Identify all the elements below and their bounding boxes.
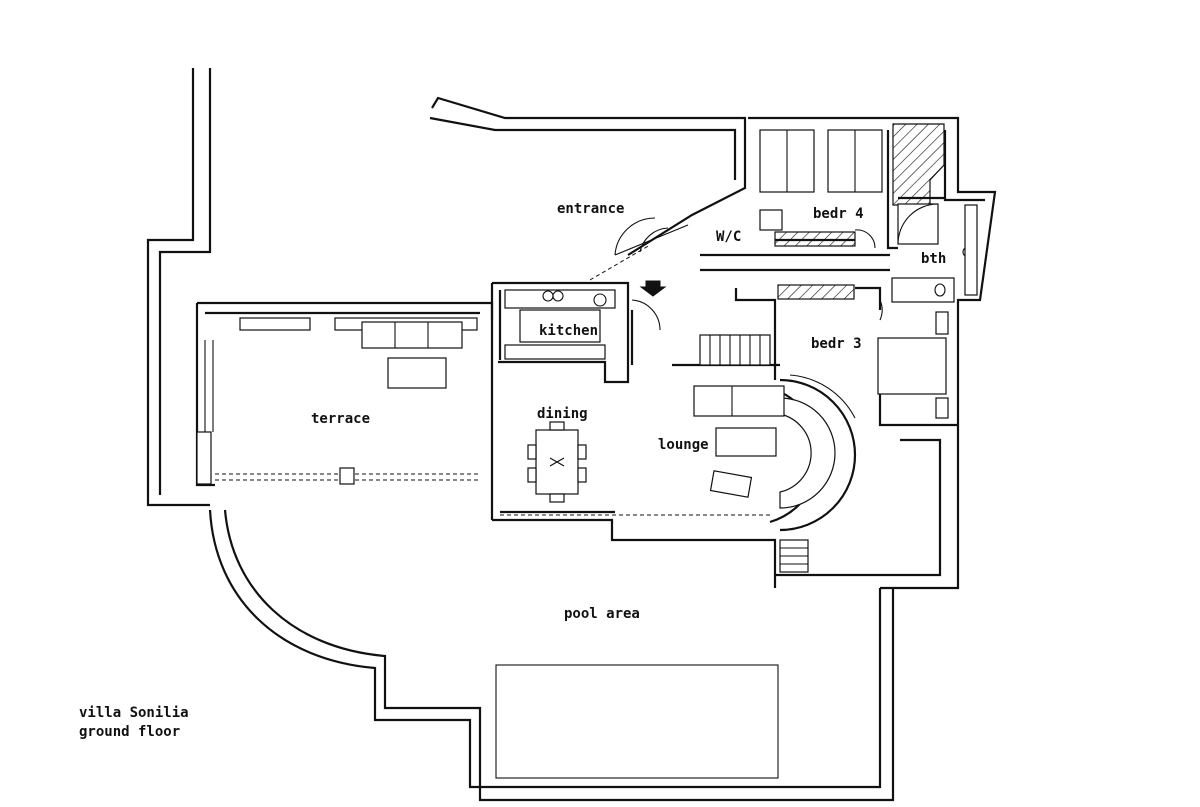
room-label-bedr4: bedr 4 [813,206,864,222]
exterior-stairs [779,539,809,573]
room-label-lounge: lounge [658,437,709,453]
site-boundary [146,68,895,802]
kitchen-fixtures [504,289,616,360]
caption-subtitle: ground floor [79,724,181,740]
bedroom-3-furniture [777,284,949,419]
bathroom-fixtures [891,203,978,303]
room-label-bth: bth [921,251,947,267]
entrance-doors [589,217,883,331]
dining-table [527,421,587,503]
room-label-bedr3: bedr 3 [811,336,862,352]
room-label-kitchen: kitchen [539,323,599,339]
plan-caption: villa Sonilia ground floor [79,704,189,742]
room-label-entrance: entrance [557,201,625,217]
caption-title: villa Sonilia [79,705,189,721]
house-walls [429,96,997,590]
room-label-terrace: terrace [311,411,371,427]
lounge-bay [693,374,857,532]
interior-stairs [699,334,771,366]
pool [495,664,779,779]
bedroom-4-furniture [759,123,945,247]
room-label-pool-area: pool area [564,606,640,622]
room-label-dining: dining [537,406,588,422]
terrace-area [195,301,494,487]
room-label-wc: W/C [716,229,742,245]
